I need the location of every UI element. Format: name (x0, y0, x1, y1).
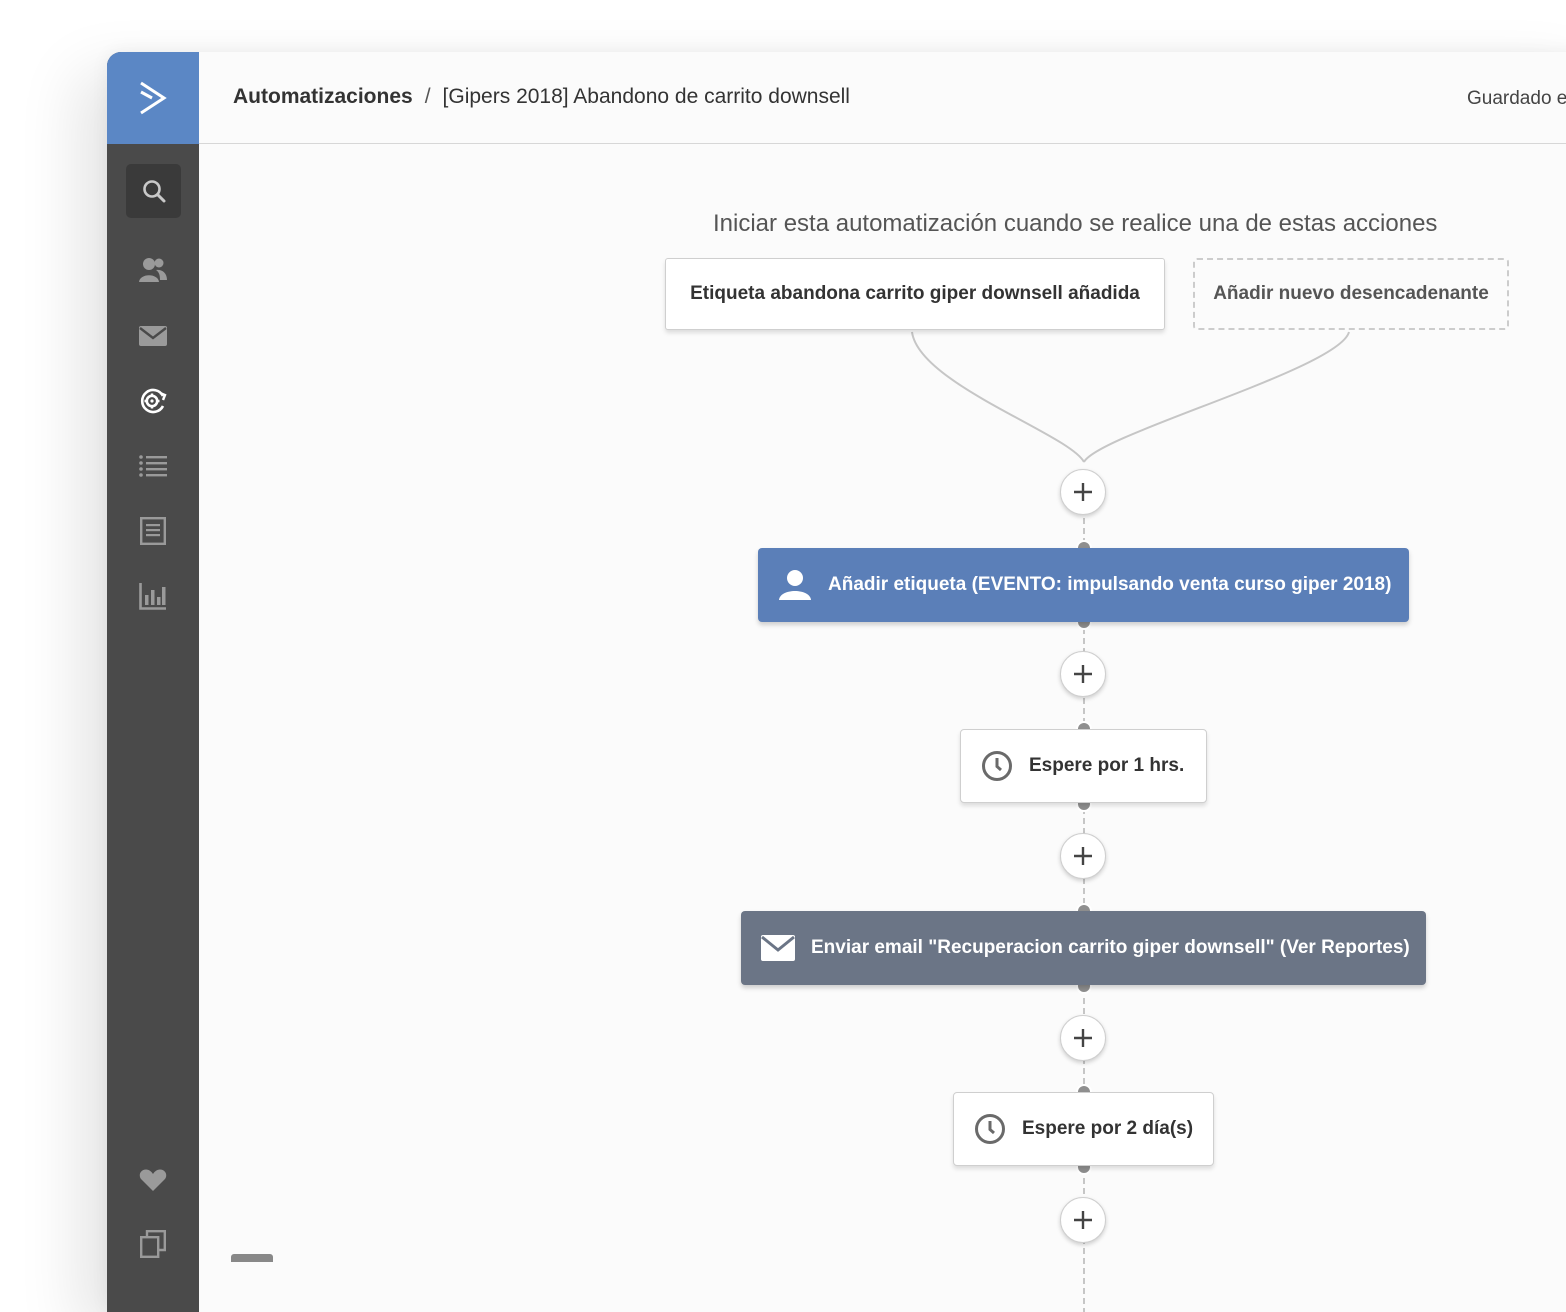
sidebar-item-pages[interactable] (107, 1220, 199, 1268)
step-label: Enviar email "Recuperacion carrito giper… (811, 937, 1410, 958)
add-step-button[interactable] (1060, 651, 1106, 697)
plus-icon (1074, 1211, 1092, 1229)
save-status: Guardado e (1467, 88, 1566, 109)
envelope-icon (139, 326, 167, 346)
sidebar-item-forms[interactable] (107, 507, 199, 555)
step-label: Añadir etiqueta (EVENTO: impulsando vent… (828, 574, 1392, 595)
contacts-icon (139, 258, 167, 282)
add-step-button[interactable] (1060, 1015, 1106, 1061)
trigger-heading: Iniciar esta automatización cuando se re… (713, 210, 1438, 237)
brand-chevron-icon (140, 81, 167, 115)
heart-icon (139, 1169, 167, 1191)
user-icon (778, 569, 812, 601)
plus-icon (1074, 483, 1092, 501)
breadcrumb-current: [Gipers 2018] Abandono de carrito downse… (442, 85, 850, 108)
automation-canvas: Iniciar esta automatización cuando se re… (199, 144, 1566, 1312)
form-icon (140, 517, 166, 545)
step-label: Espere por 1 hrs. (1029, 755, 1185, 776)
sidebar-item-search[interactable] (126, 164, 181, 218)
copy-icon (140, 1230, 166, 1258)
bar-chart-icon (139, 583, 166, 610)
list-icon (139, 455, 167, 477)
logo[interactable] (107, 52, 199, 144)
sidebar-item-lists[interactable] (107, 442, 199, 490)
sidebar-item-reports[interactable] (107, 572, 199, 620)
plus-icon (1074, 665, 1092, 683)
top-bar: Automatizaciones / [Gipers 2018] Abandono … (199, 52, 1566, 144)
step-send-email[interactable]: Enviar email "Recuperacion carrito giper… (741, 911, 1426, 985)
app-window: Automatizaciones / [Gipers 2018] Abandono … (107, 52, 1566, 1312)
sidebar-item-automations[interactable] (107, 377, 199, 425)
sidebar (107, 52, 199, 1312)
sidebar-item-contacts[interactable] (107, 246, 199, 294)
plus-icon (1074, 847, 1092, 865)
search-icon (142, 180, 165, 203)
step-add-tag[interactable]: Añadir etiqueta (EVENTO: impulsando vent… (758, 548, 1409, 622)
sidebar-item-campaigns[interactable] (107, 312, 199, 360)
add-step-button[interactable] (1060, 1197, 1106, 1243)
breadcrumb-root-link[interactable]: Automatizaciones (233, 85, 413, 108)
breadcrumb-separator: / (424, 85, 431, 108)
trigger-tag-added[interactable]: Etiqueta abandona carrito giper downsell… (665, 258, 1165, 330)
step-label: Espere por 2 día(s) (1022, 1118, 1194, 1139)
clock-icon (974, 1113, 1006, 1145)
clock-icon (981, 750, 1013, 782)
step-wait-1[interactable]: Espere por 1 hrs. (960, 729, 1207, 803)
add-trigger-button[interactable]: Añadir nuevo desencadenante (1193, 258, 1509, 330)
sidebar-item-favorites[interactable] (107, 1156, 199, 1204)
envelope-icon (761, 935, 795, 961)
step-wait-2[interactable]: Espere por 2 día(s) (953, 1092, 1214, 1166)
add-step-button[interactable] (1060, 833, 1106, 879)
plus-icon (1074, 1029, 1092, 1047)
add-step-button[interactable] (1060, 469, 1106, 515)
automation-gear-icon (140, 388, 167, 414)
panel-toggle-tab[interactable] (231, 1254, 273, 1262)
breadcrumb: Automatizaciones / [Gipers 2018] Abandono … (233, 85, 850, 109)
